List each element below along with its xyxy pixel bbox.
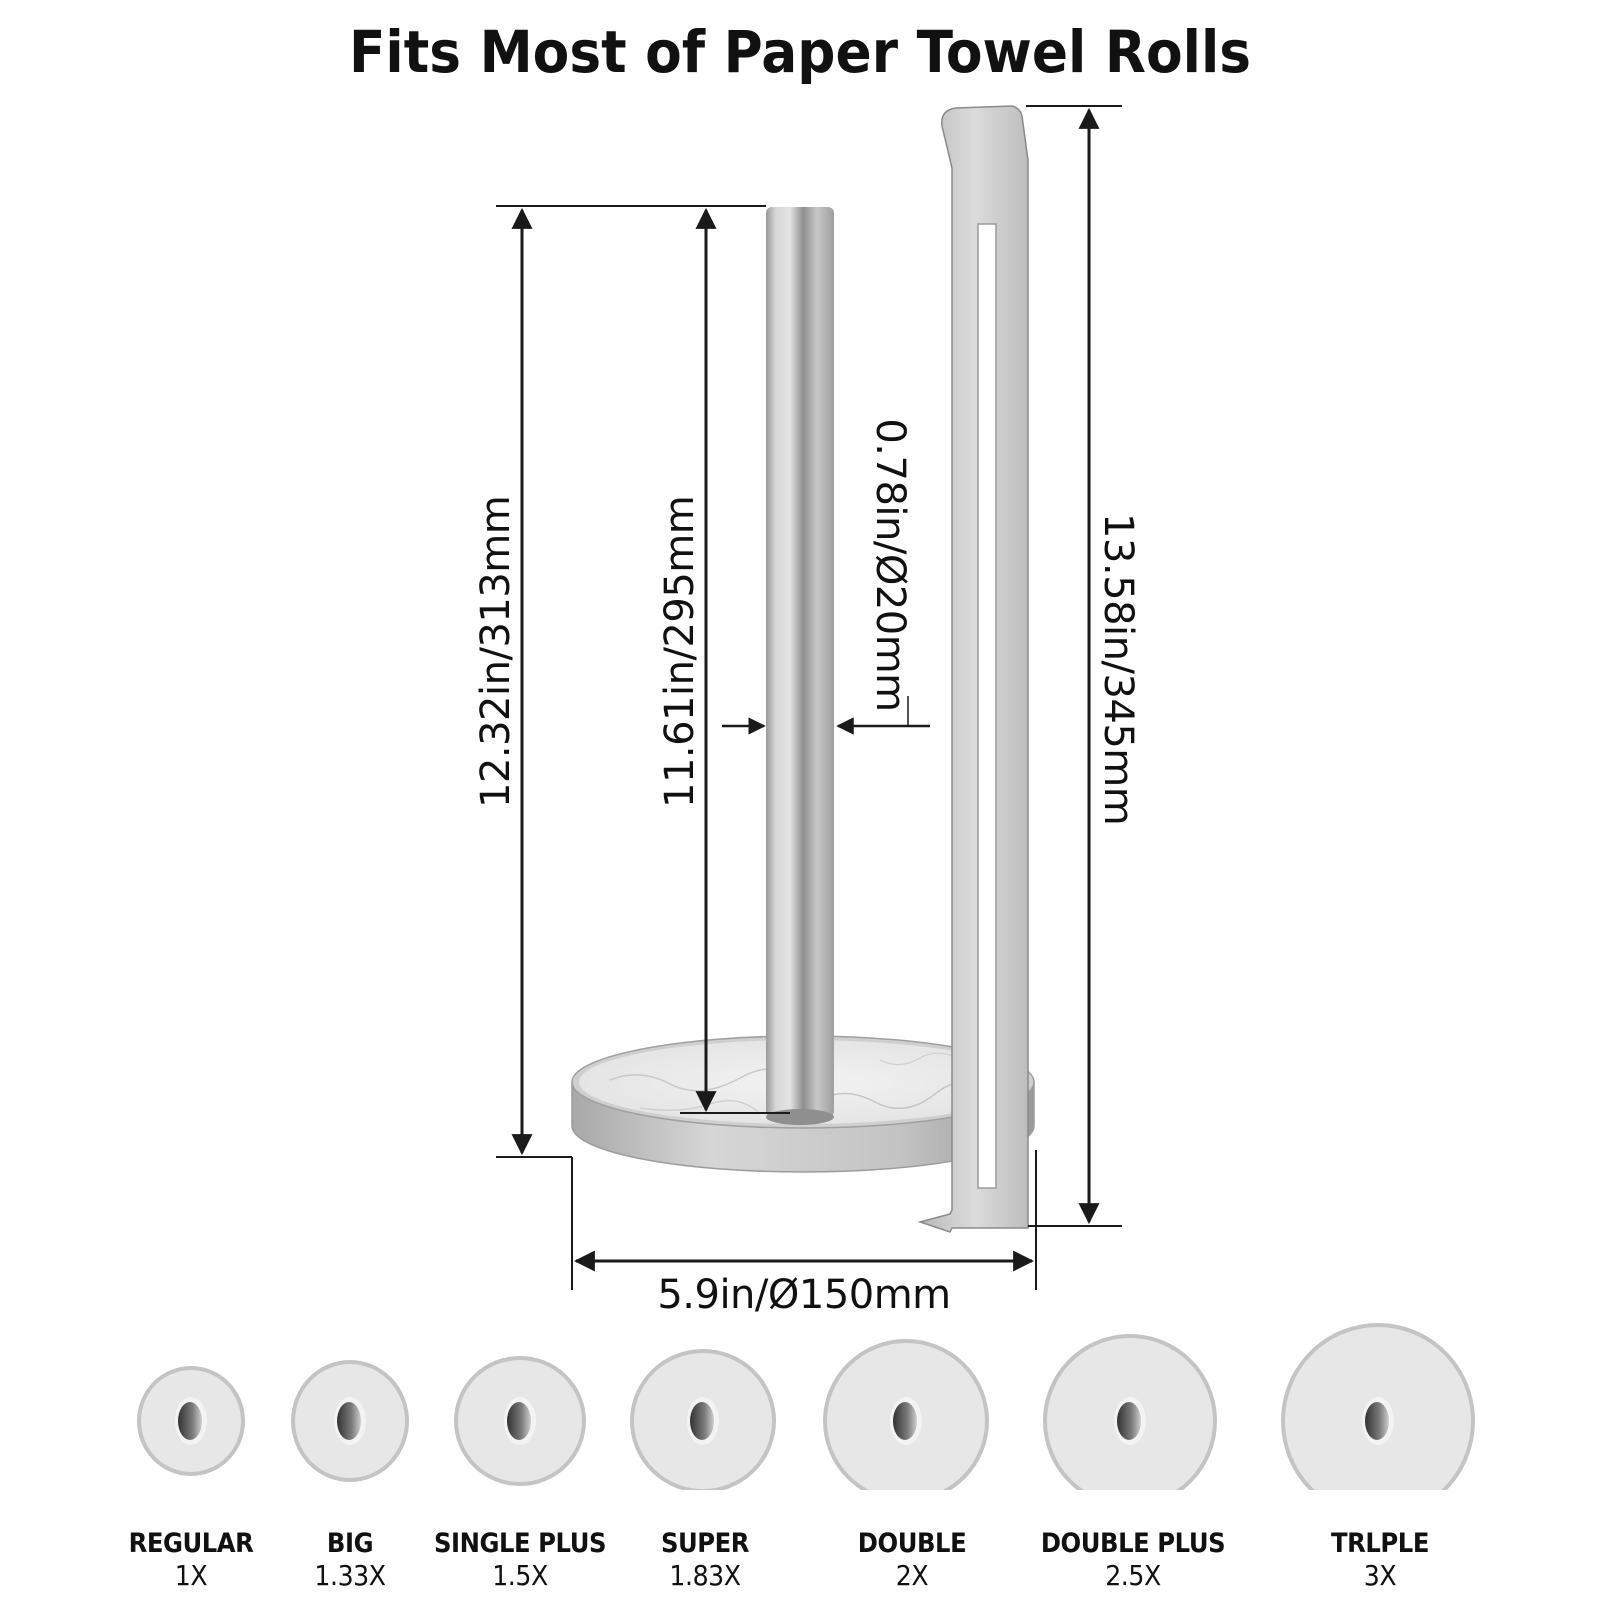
product-diagram — [496, 105, 1122, 1290]
roll-icon-regular — [137, 1366, 245, 1476]
center-pole — [766, 207, 834, 1125]
roll-label-double-plus: DOUBLE PLUS 2.5X — [1040, 1528, 1226, 1592]
roll-name: BIG — [326, 1528, 374, 1559]
roll-label-triple: TRLPLE 3X — [1331, 1528, 1429, 1592]
label-arm-height: 13.58in/345mm — [1095, 513, 1141, 826]
roll-label-regular: REGULAR 1X — [129, 1528, 254, 1592]
dim-usable-height — [680, 207, 790, 1114]
roll-name: SUPER — [660, 1528, 750, 1559]
label-base-diameter: 5.9in/Ø150mm — [657, 1272, 951, 1318]
roll-name: TRLPLE — [1331, 1528, 1429, 1559]
roll-multiplier: 1X — [174, 1559, 208, 1592]
roll-multiplier: 2X — [895, 1559, 929, 1592]
side-arm — [917, 105, 1029, 1233]
dim-pole-diameter — [722, 696, 930, 735]
roll-icon-double — [823, 1339, 989, 1490]
roll-icon-big — [291, 1360, 409, 1482]
roll-icon-triple — [1281, 1323, 1475, 1490]
roll-multiplier: 2.5X — [1105, 1559, 1161, 1592]
roll-multiplier: 1.5X — [492, 1559, 548, 1592]
label-pole-diameter: 0.78in/Ø20mm — [867, 418, 913, 712]
roll-size-illustrations — [137, 1323, 1475, 1490]
roll-multiplier: 3X — [1363, 1559, 1397, 1592]
dim-base-diameter — [573, 1150, 1037, 1290]
dim-overall-height — [496, 205, 766, 1290]
roll-name: DOUBLE PLUS — [1040, 1528, 1226, 1559]
roll-name: REGULAR — [128, 1528, 254, 1559]
roll-icon-single-plus — [454, 1356, 586, 1486]
roll-name: DOUBLE — [857, 1528, 967, 1559]
label-usable-height: 11.61in/295mm — [657, 495, 703, 808]
roll-multiplier: 1.83X — [669, 1559, 741, 1592]
roll-label-super: SUPER 1.83X — [660, 1528, 750, 1592]
roll-multiplier: 1.33X — [314, 1559, 386, 1592]
roll-name: SINGLE PLUS — [433, 1528, 607, 1559]
roll-icon-super — [630, 1349, 776, 1490]
label-overall-height: 12.32in/313mm — [473, 495, 519, 808]
roll-label-big: BIG 1.33X — [314, 1528, 386, 1592]
dim-arm-height — [1026, 105, 1122, 1227]
roll-label-single-plus: SINGLE PLUS 1.5X — [433, 1528, 607, 1592]
roll-label-double: DOUBLE 2X — [857, 1528, 967, 1592]
page-title: Fits Most of Paper Towel Rolls — [348, 18, 1252, 86]
roll-icon-double-plus — [1043, 1334, 1217, 1490]
